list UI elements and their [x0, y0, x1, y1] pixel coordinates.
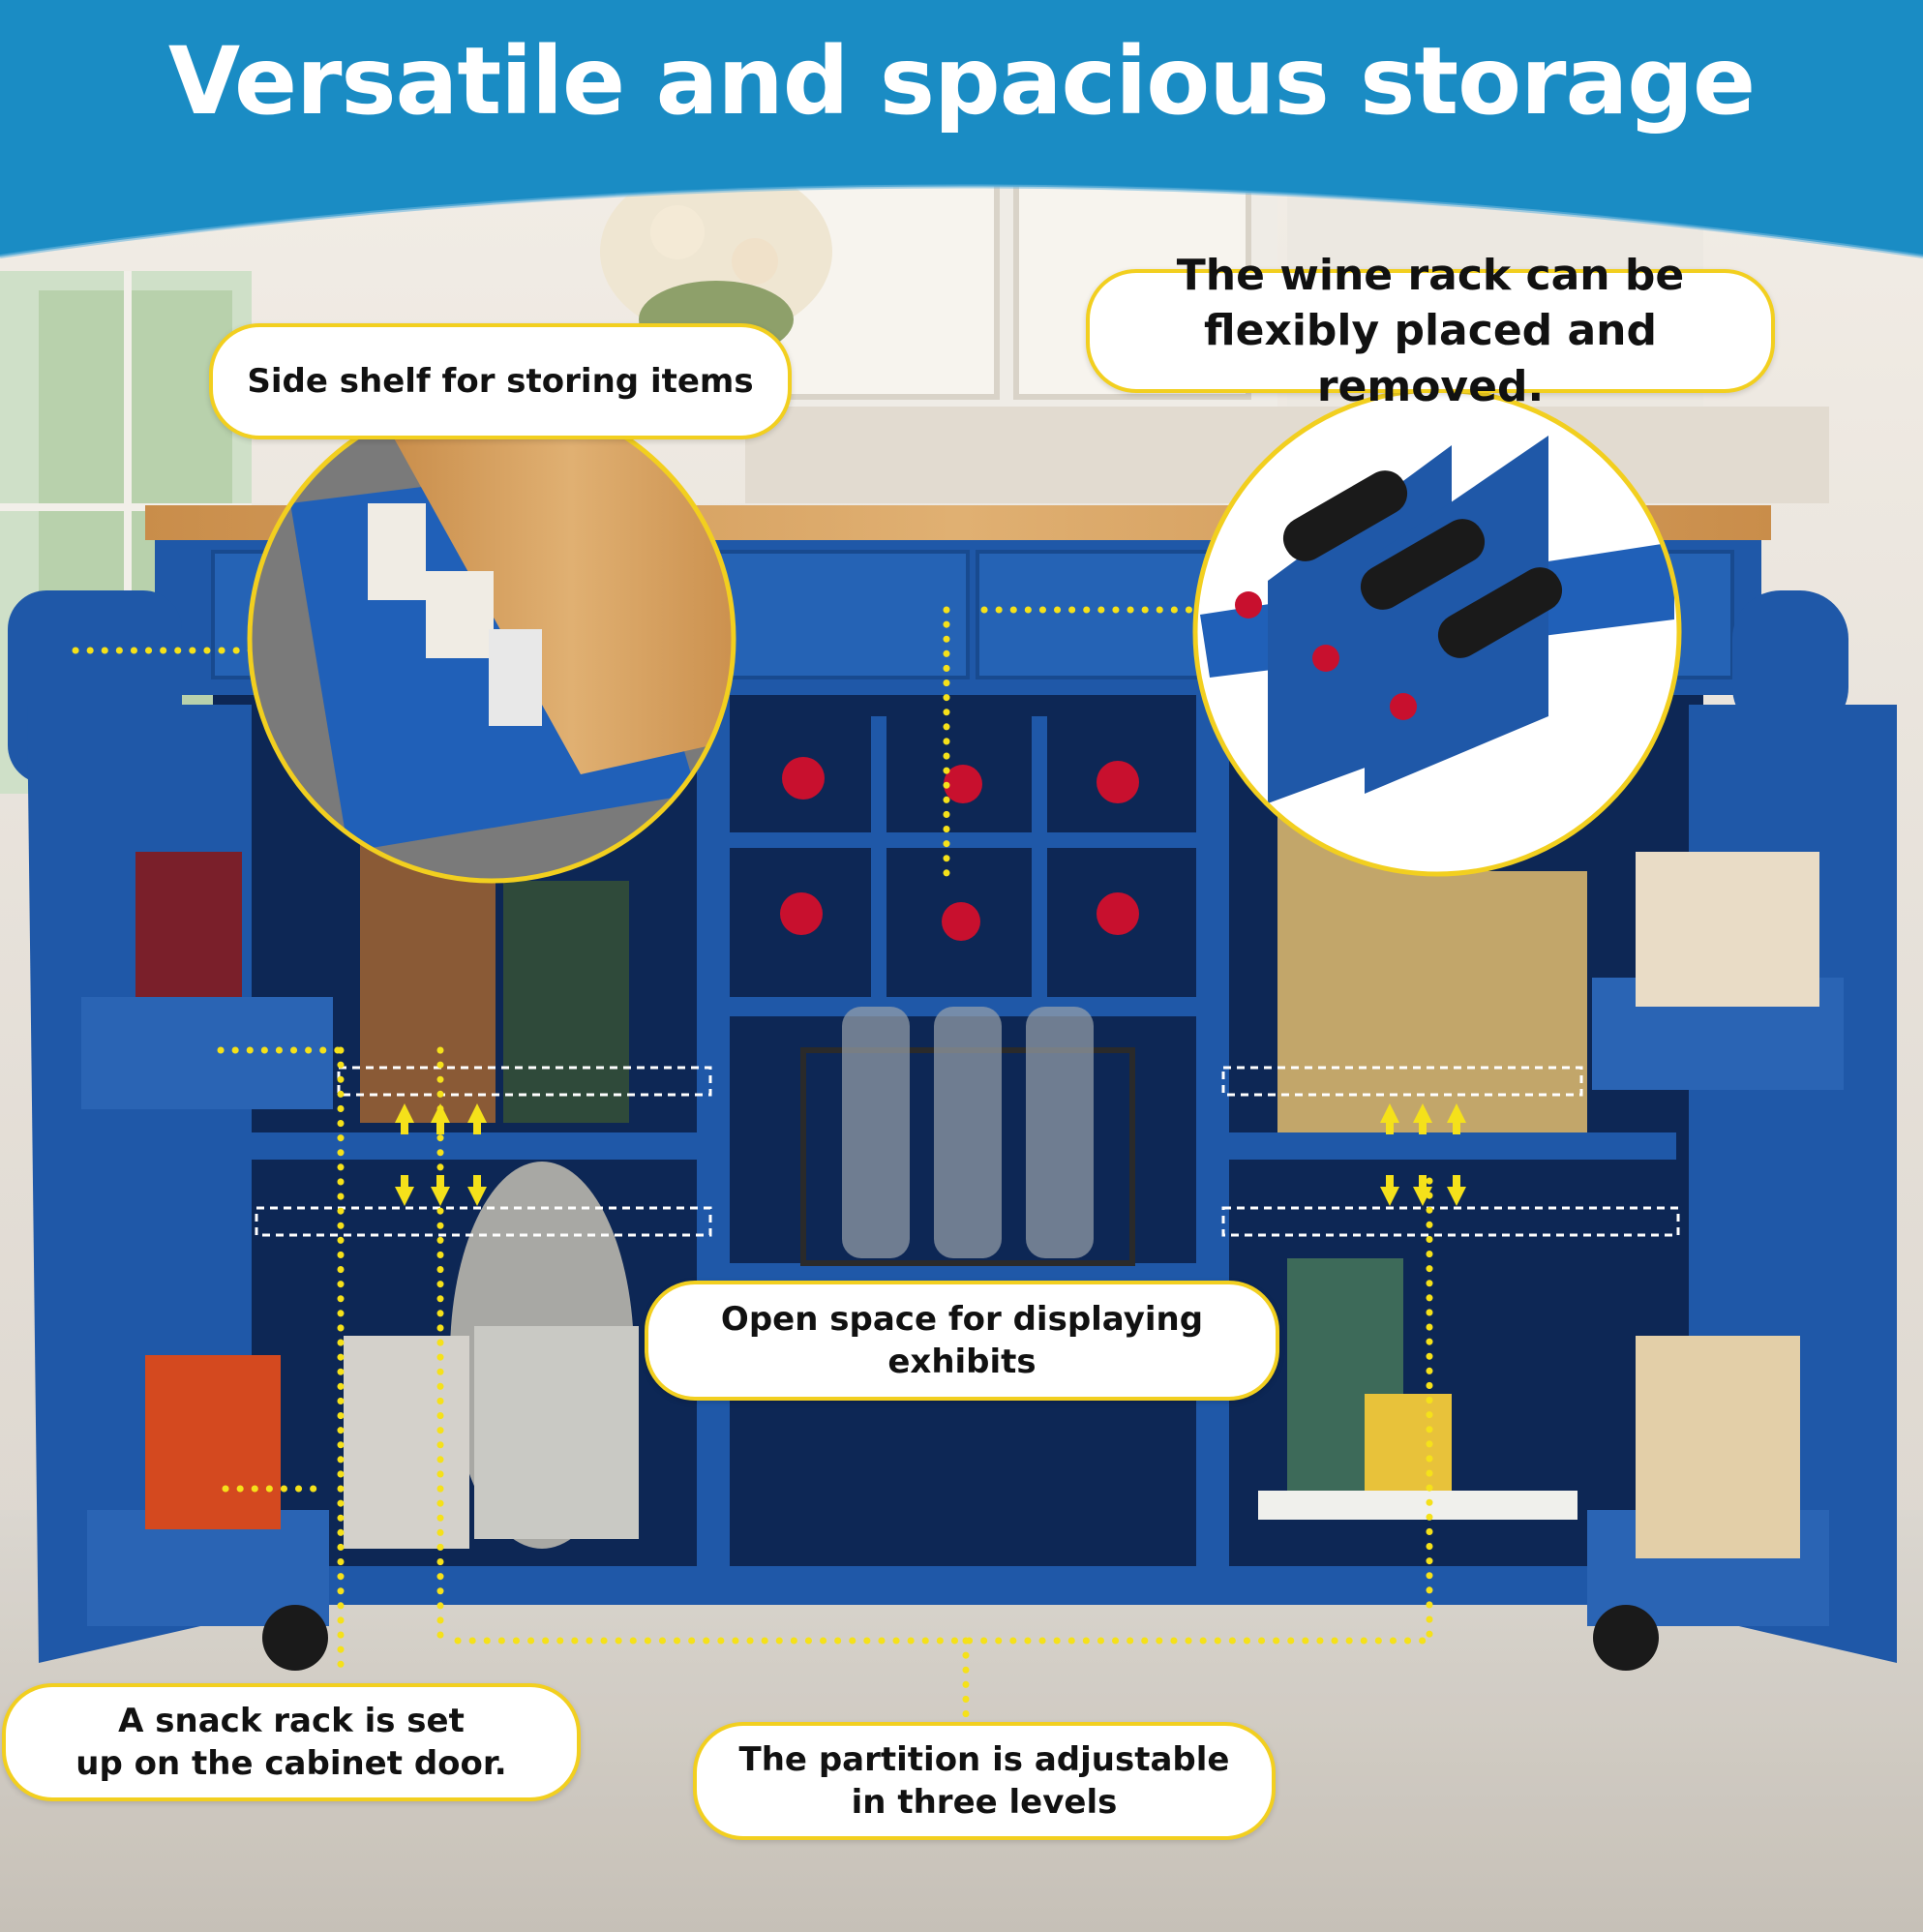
down-arrow-icon — [1380, 1175, 1399, 1206]
left-cabinet-door — [27, 705, 333, 1663]
page-title: Versatile and spacious storage — [167, 27, 1756, 136]
partition-label-line1: The partition is adjustable — [738, 1739, 1230, 1779]
adjust-arrows — [395, 1103, 1466, 1206]
side-shelf-label: Side shelf for storing items — [247, 361, 754, 401]
up-arrow-icon — [467, 1103, 487, 1134]
down-arrow-icon — [1413, 1175, 1432, 1206]
open-space-label: Open space for displaying exhibits — [720, 1299, 1204, 1381]
snack-rack-label-line2: up on the cabinet door. — [75, 1744, 507, 1783]
partition-label-line2: in three levels — [851, 1783, 1118, 1822]
up-arrow-icon — [1380, 1103, 1399, 1134]
wheel-icon — [262, 1605, 328, 1671]
wine-bottle-icon — [1437, 567, 1563, 658]
wine-rack-callout: The wine rack can be flexibly placed and… — [1086, 251, 1775, 411]
partition-guides — [255, 1066, 1680, 1237]
wine-bottle-icon — [1097, 892, 1139, 935]
side-shelf-zoom — [247, 394, 736, 884]
leader-lines — [72, 606, 1433, 1725]
wine-cubby-bottles — [780, 757, 1139, 941]
snack-rack-callout: A snack rack is set up on the cabinet do… — [2, 1683, 581, 1801]
partition-callout: The partition is adjustable in three lev… — [693, 1722, 1276, 1840]
wine-bottle-icon — [780, 892, 823, 935]
snack-rack-label-line1: A snack rack is set — [118, 1701, 465, 1740]
header: Versatile and spacious storage — [0, 0, 1923, 232]
wine-rack-label-line2: flexibly placed and removed. — [1203, 306, 1657, 411]
down-arrow-icon — [1447, 1175, 1466, 1206]
up-arrow-icon — [395, 1103, 414, 1134]
wine-rack-zoom — [1192, 387, 1682, 877]
wine-bottle-icon — [1282, 470, 1408, 561]
open-space-callout: Open space for displaying exhibits — [645, 1281, 1279, 1401]
wine-bottle-icon — [944, 765, 982, 803]
wine-rack-label-line1: The wine rack can be — [1176, 251, 1685, 301]
up-arrow-icon — [431, 1103, 450, 1134]
down-arrow-icon — [431, 1175, 450, 1206]
right-cabinet-items — [1258, 813, 1587, 1520]
water-bottle-basket — [800, 1007, 1135, 1266]
casters — [262, 1605, 1659, 1671]
header-band — [0, 0, 1923, 257]
wheel-icon — [1593, 1605, 1659, 1671]
side-shelf-callout: Side shelf for storing items — [209, 323, 792, 439]
wine-bottle-icon — [1097, 761, 1139, 803]
up-arrow-icon — [1413, 1103, 1432, 1134]
wine-bottle-icon — [782, 757, 825, 800]
down-arrow-icon — [467, 1175, 487, 1206]
wine-bottle-icon — [1360, 519, 1486, 610]
down-arrow-icon — [395, 1175, 414, 1206]
up-arrow-icon — [1447, 1103, 1466, 1134]
wine-bottle-icon — [942, 902, 980, 941]
